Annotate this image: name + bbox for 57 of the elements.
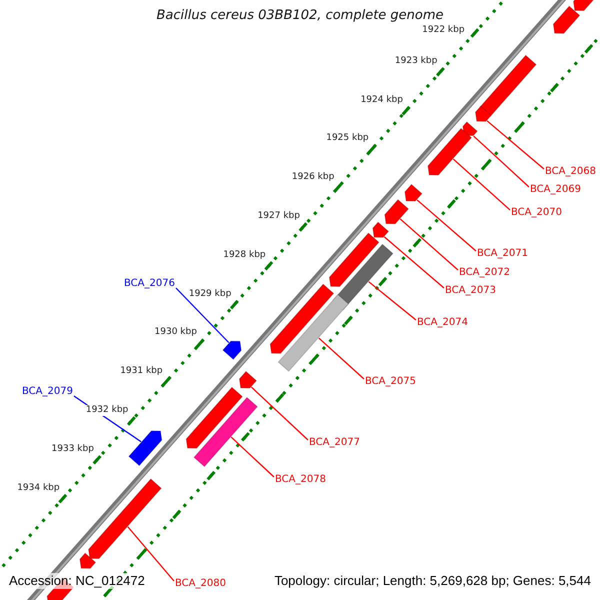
leader-line — [176, 288, 230, 344]
tick-label: 1933 kbp — [52, 444, 94, 455]
gene-block — [186, 386, 244, 449]
tick-label: 1930 kbp — [154, 327, 197, 338]
gene-label: BCA_2076 — [124, 278, 175, 290]
title: Bacillus cereus 03BB102, complete genome — [155, 8, 445, 24]
gene-label: BCA_2071 — [477, 248, 528, 260]
tick-label: 1929 kbp — [188, 288, 232, 300]
leader-line — [318, 338, 364, 380]
gene-block — [572, 0, 594, 12]
gene-label: BCA_2068 — [545, 166, 596, 178]
gene-block — [328, 232, 380, 287]
gene-block — [404, 184, 423, 202]
gene-label: BCA_2078 — [275, 474, 326, 486]
tick-label: 1922 kbp — [422, 25, 465, 36]
gene-block — [128, 430, 162, 466]
gene-block — [79, 552, 96, 569]
gene-block — [384, 198, 410, 224]
gene-block — [372, 221, 390, 238]
gene-label: BCA_2070 — [511, 207, 562, 219]
leader-line — [416, 199, 476, 252]
gene-block — [238, 370, 258, 389]
gene-label: BCA_2077 — [309, 437, 360, 449]
genome-stats-text: Topology: circular; Length: 5,269,628 bp; Genes: 5,544 — [274, 573, 591, 589]
leader-line — [251, 386, 308, 440]
leader-line — [127, 526, 174, 582]
leader-line — [473, 136, 530, 188]
tick-label: 1928 kbp — [223, 250, 266, 261]
tick-label: 1923 kbp — [394, 56, 438, 67]
leader-line — [384, 236, 444, 288]
tick-label: 1925 kbp — [326, 133, 369, 144]
gene-label: BCA_2072 — [459, 267, 510, 279]
gene-label: BCA_2079 — [22, 386, 73, 398]
gene-block — [427, 128, 472, 176]
gene-block — [552, 5, 580, 34]
gene-block — [474, 105, 492, 122]
gene-label: BCA_2069 — [530, 184, 581, 196]
gene-label: BCA_2074 — [417, 317, 468, 329]
tick-label: 1924 kbp — [360, 94, 403, 106]
tick-label: 1927 kbp — [258, 211, 300, 222]
leader-line — [486, 120, 544, 170]
gene-label: BCA_2073 — [445, 285, 496, 297]
leader-line — [368, 281, 416, 320]
tick-label: 1931 kbp — [120, 366, 163, 377]
leader-line — [400, 218, 458, 270]
leader-line — [452, 158, 510, 210]
tick-label: 1926 kbp — [292, 172, 334, 183]
gene-label: BCA_2080 — [175, 578, 226, 590]
gene-block — [88, 478, 162, 560]
tick-label: 1932 kbp — [86, 405, 128, 416]
tick-label: 1934 kbp — [17, 482, 60, 494]
gene-label: BCA_2075 — [365, 376, 416, 388]
accession-text: Accession: NC_012472 — [9, 573, 145, 589]
leader-line — [230, 436, 274, 478]
gene-block — [479, 54, 537, 117]
gene-block — [222, 340, 242, 360]
gene-block — [270, 283, 334, 354]
